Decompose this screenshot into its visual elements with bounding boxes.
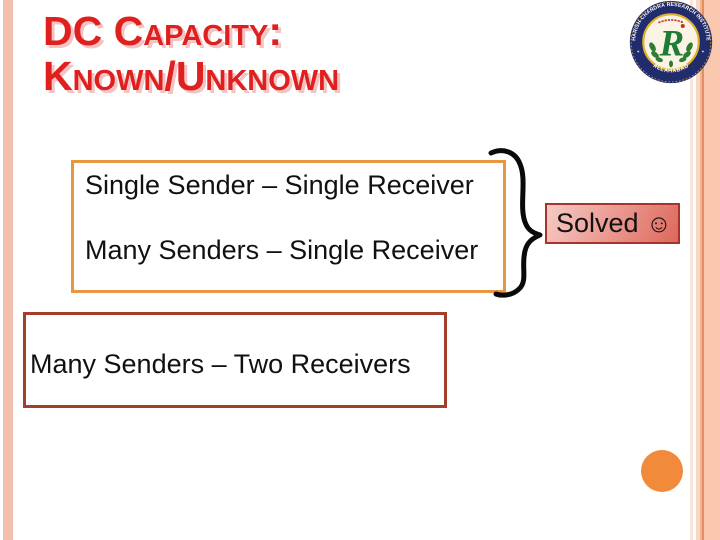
- left-edge-stripe: [3, 0, 13, 540]
- right-stripe-band: [696, 0, 700, 540]
- solved-badge: Solved ☺: [545, 203, 680, 244]
- logo-outer-rim: [630, 1, 712, 83]
- right-stripe-band: [693, 0, 696, 540]
- smiley-icon: ☺: [646, 210, 672, 238]
- right-stripe-band: [690, 0, 693, 540]
- right-stripe-band: [700, 0, 702, 540]
- accent-circle: [641, 450, 683, 492]
- known-capacity-line-2: Many Senders – Single Receiver: [85, 235, 479, 265]
- logo-motto-marks: [658, 19, 684, 24]
- title-line-1: DC Capacity:: [43, 8, 283, 54]
- logo-star-right: ✶: [701, 49, 705, 54]
- logo-monogram: R: [659, 22, 685, 63]
- slide-title: DC Capacity:Known/Unknown: [43, 9, 339, 99]
- title-line-2: Known/Unknown: [43, 53, 340, 99]
- logo-dot: [680, 24, 685, 29]
- known-capacity-box: Single Sender – Single Receiver Many Sen…: [71, 160, 506, 293]
- solved-label: Solved: [556, 208, 639, 238]
- logo-bottom-text: ALLAHABAD: [652, 63, 691, 74]
- unknown-capacity-box: Many Senders – Two Receivers: [23, 312, 447, 408]
- right-stripe-band: [702, 0, 704, 540]
- known-capacity-line-1: Single Sender – Single Receiver: [85, 170, 474, 200]
- unknown-capacity-line-1: Many Senders – Two Receivers: [30, 349, 411, 379]
- logo-foliage: [649, 42, 693, 68]
- logo-star-left: ✶: [637, 49, 641, 54]
- institute-logo: HARISH-CHANDRA RESEARCH INSTITUTE ALLAHA…: [629, 0, 713, 84]
- right-stripe-band: [704, 0, 720, 540]
- right-edge-stripes: [690, 0, 720, 540]
